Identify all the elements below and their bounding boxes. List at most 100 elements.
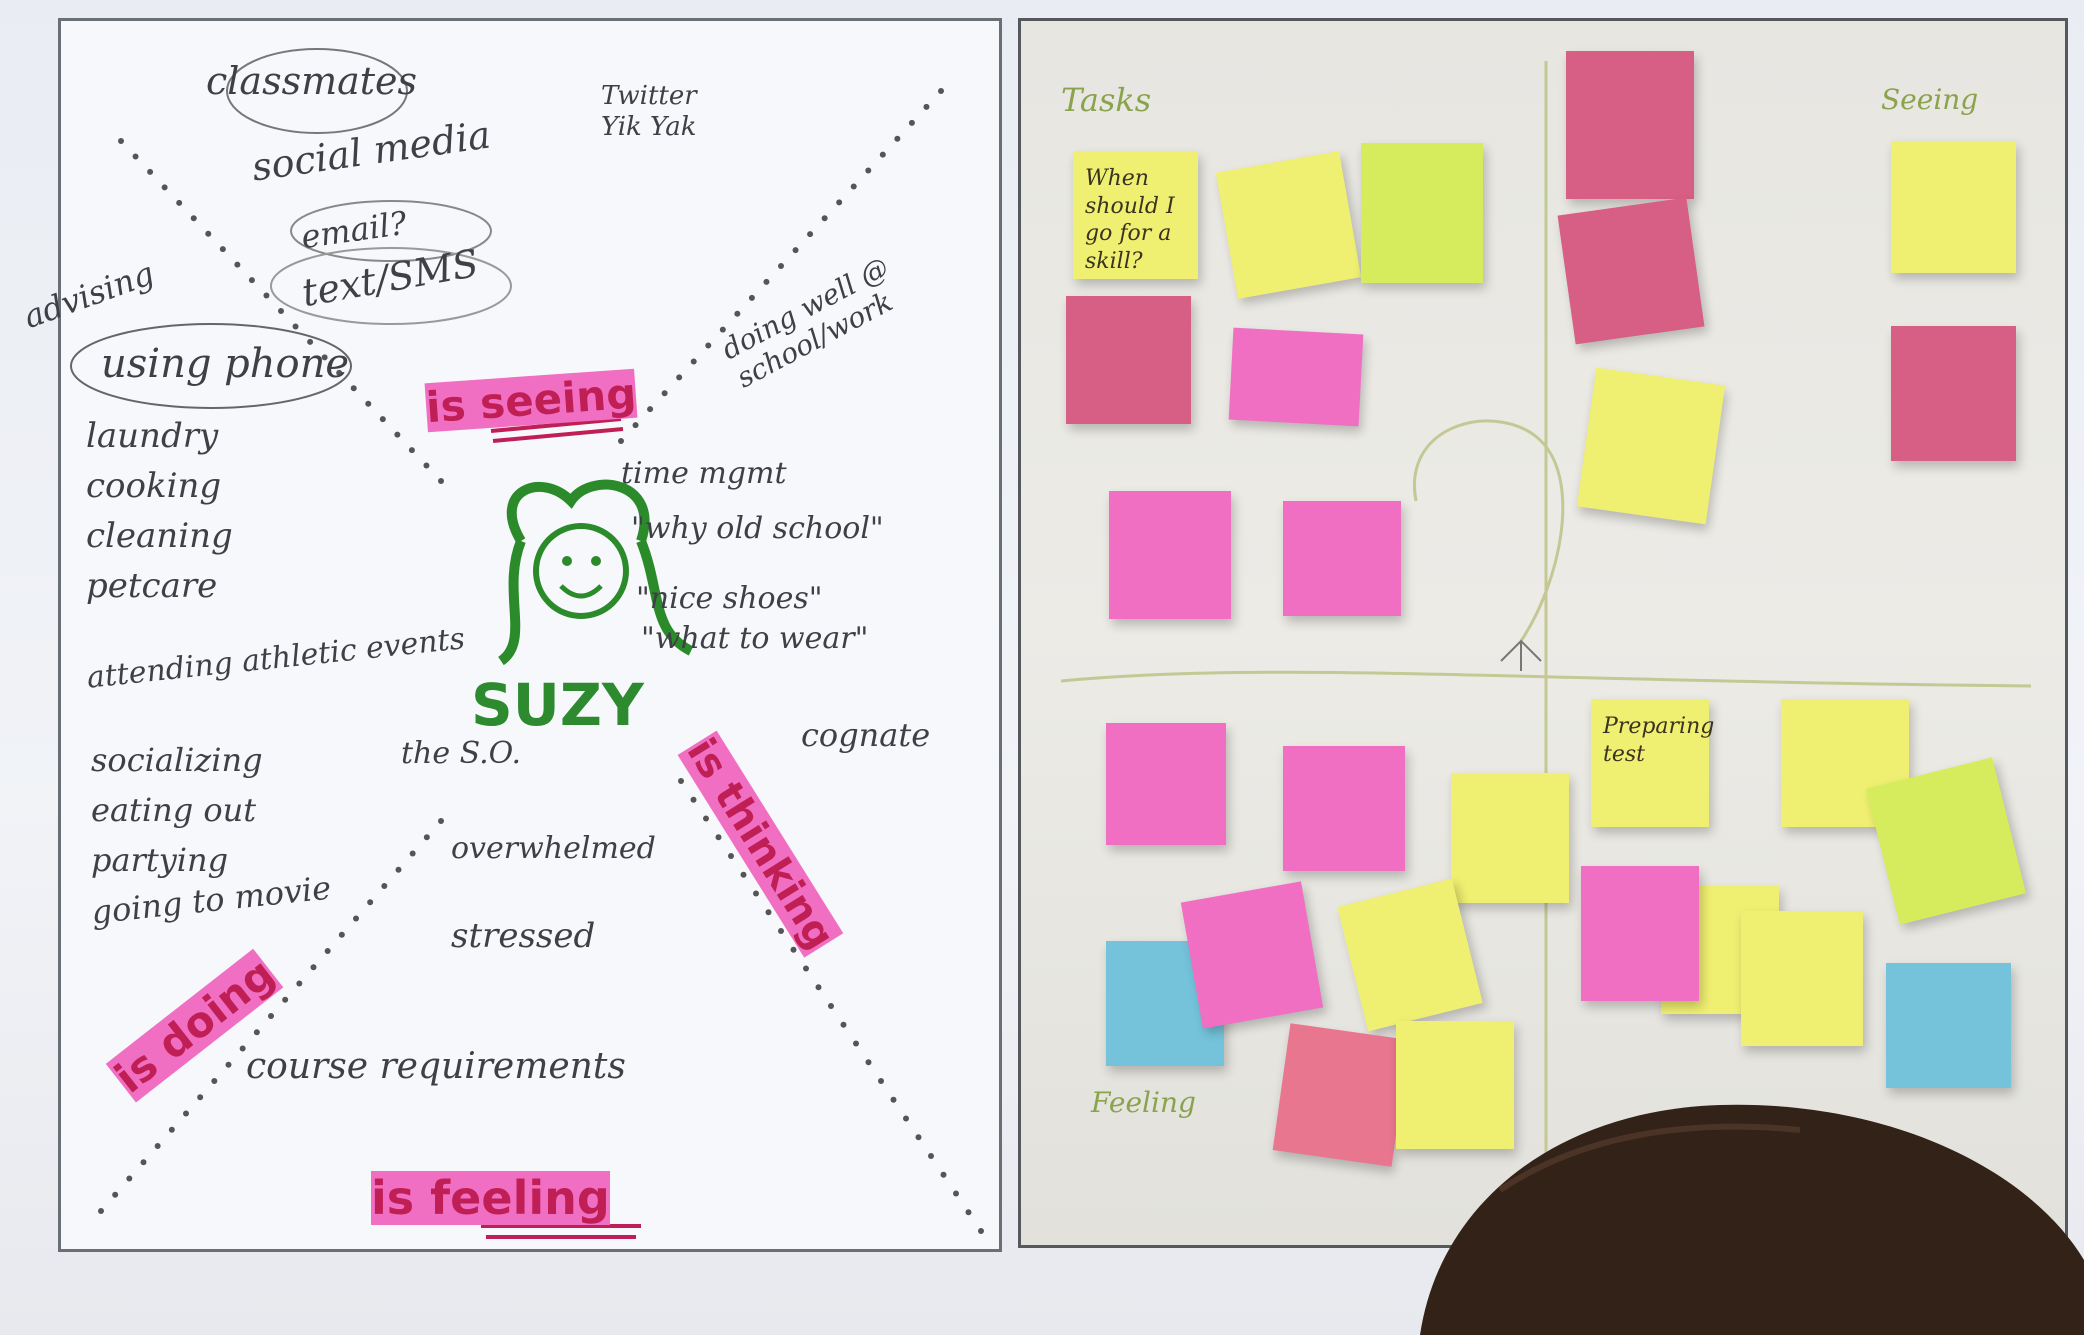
dot [154,1143,161,1149]
dot [292,323,299,330]
dot [438,818,444,824]
sticky-note [1886,963,2011,1088]
dot [903,1115,909,1122]
dot [161,184,168,191]
dot [147,168,154,175]
dot [98,1208,104,1214]
board-guides [1060,61,2032,1251]
persona-name: SUZY [471,671,644,739]
dot [321,354,328,361]
dot [423,462,430,469]
sticky-note: When should I go for a skill? [1073,151,1198,279]
dot [915,1134,922,1141]
dot [176,199,183,206]
dot [379,416,386,423]
text-time-mgmt: time mgmt [621,456,787,491]
dot [828,1003,834,1009]
dot [836,199,843,206]
text-using-phone: using phone [101,341,350,387]
dot [395,866,402,873]
dot [908,119,915,126]
dot [219,246,226,253]
dot [118,138,124,144]
dot [778,928,784,934]
text-petcare: petcare [86,566,218,606]
dot [953,1190,959,1197]
dot [690,358,697,365]
sticky-note [1361,143,1483,283]
dot [205,230,212,237]
dot [928,1153,934,1159]
dot [278,308,284,314]
dot [324,948,331,954]
suzy-face-icon [497,479,694,666]
dot [940,1171,947,1178]
empathy-map-sketch: classmates social media email? text/SMS … [19,18,1002,1252]
dot [307,338,314,345]
dot [661,390,668,397]
sticky-note [1557,197,1705,345]
dot [705,342,712,349]
text-partying: partying [91,841,229,879]
dot [268,1013,274,1019]
dot [647,406,654,413]
dot [394,431,401,438]
dot [865,167,872,174]
label-is-feeling: is feeling [371,1171,610,1225]
dot [225,1061,232,1068]
text-cognate: cognate [801,716,931,754]
dot [350,385,357,392]
dot [248,277,255,284]
dot [734,310,741,317]
text-laundry: laundry [86,416,219,456]
dot [239,1045,246,1052]
sticky-note [1215,151,1362,299]
sticky-note [1283,746,1405,871]
quadrant-title-feeling: Feeling [1091,1086,1196,1119]
text-cleaning: cleaning [86,516,233,556]
dot [678,778,684,784]
dot [126,1175,133,1182]
dot [168,1126,175,1133]
text-stressed: stressed [451,916,596,956]
sticky-note [1066,296,1191,424]
empathy-map-diagonals [70,48,984,1239]
dot [923,103,930,110]
dot [211,1078,218,1084]
dot [894,135,901,142]
sticky-note [1180,881,1324,1029]
sticky-note [1396,1021,1514,1149]
sticky-note [1566,51,1694,199]
dot [132,153,139,160]
dot [253,1029,260,1036]
dot [408,447,415,454]
text-what-to-wear: "what to wear" [641,621,869,656]
dot [409,850,416,857]
text-cooking: cooking [86,466,222,506]
dot [728,853,734,859]
sticky-note [1451,773,1569,903]
sticky-note [1891,141,2016,273]
sticky-note [1109,491,1231,619]
dot [190,215,197,222]
dot [438,478,444,484]
dot [197,1094,204,1101]
dot [719,326,726,333]
sticky-note [1576,367,1726,525]
dot [938,88,944,94]
dot [690,796,697,803]
dot [821,215,828,222]
dot [381,883,388,889]
dot [790,946,797,953]
dot [850,183,857,190]
text-overwhelmed: overwhelmed [451,831,656,866]
quadrant-title-tasks: Tasks [1061,81,1152,119]
sticky-note [1272,1023,1410,1167]
dot [778,263,784,269]
sticky-note-board: Tasks Seeing Feeling When should I go fo… [1018,18,2068,1251]
dot [792,247,799,254]
dot [978,1228,984,1234]
sticky-note [1581,866,1699,1001]
dot [282,996,289,1003]
dot [765,909,772,916]
